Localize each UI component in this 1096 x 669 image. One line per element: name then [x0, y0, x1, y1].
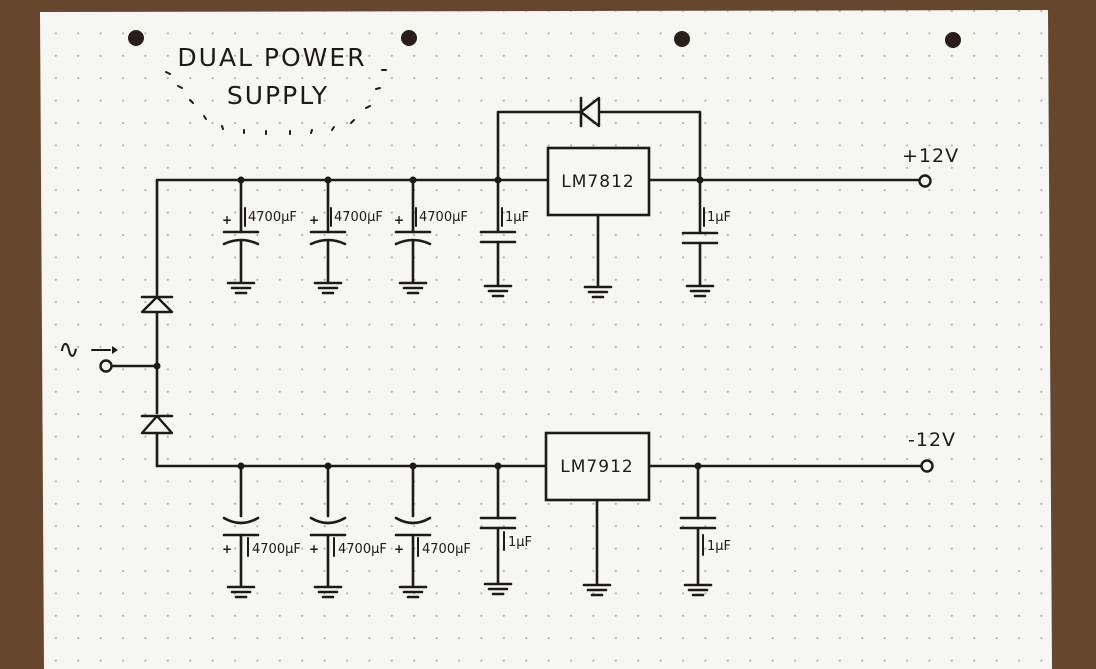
negative-output-label: -12V — [908, 429, 956, 451]
capacitor-value: 4700µF — [252, 542, 301, 557]
bypass-diode — [496, 96, 702, 182]
lm7912-regulator: LM7912 — [544, 431, 651, 597]
negative-output-terminal — [920, 459, 934, 473]
ground-symbol — [583, 285, 613, 299]
binder-hole — [674, 31, 690, 47]
title-line-1: DUAL POWER — [177, 43, 366, 72]
polarity-mark: + — [309, 542, 319, 556]
title: DUAL POWER SUPPLY — [165, 43, 387, 135]
binder-hole — [945, 32, 961, 48]
positive-output-terminal — [918, 174, 932, 188]
capacitor-value: 4700µF — [419, 210, 468, 225]
positive-output-label: +12V — [902, 145, 959, 167]
ground-symbol — [582, 583, 612, 597]
paper-sheet — [40, 10, 1052, 669]
binder-holes — [128, 30, 961, 48]
bottom-capacitor-1: + 4700µF — [222, 464, 301, 599]
binder-hole — [128, 30, 144, 46]
capacitor-value: 1µF — [707, 539, 731, 554]
title-line-2: SUPPLY — [227, 81, 329, 110]
top-capacitor-3: + 4700µF — [394, 178, 468, 295]
ac-input-symbol: ∿ — [58, 335, 80, 365]
bottom-capacitor-5: 1µF — [679, 464, 731, 597]
capacitor-value: 1µF — [508, 535, 532, 550]
polarity-mark: + — [222, 213, 232, 227]
bottom-capacitor-4: 1µF — [479, 464, 532, 596]
capacitor-value: 4700µF — [334, 210, 383, 225]
lm7912-label: LM7912 — [560, 457, 633, 477]
rectifier: ∿ — [58, 178, 174, 468]
polarity-mark: + — [394, 542, 404, 556]
top-capacitor-2: + 4700µF — [309, 178, 383, 295]
ac-input-terminal — [99, 359, 113, 373]
top-capacitor-5: 1µF — [681, 178, 731, 298]
polarity-mark: + — [222, 542, 232, 556]
top-capacitor-1: + 4700µF — [222, 178, 297, 295]
capacitor-value: 1µF — [505, 210, 529, 225]
binder-hole — [401, 30, 417, 46]
lm7812-regulator: LM7812 — [546, 146, 651, 299]
capacitor-value: 4700µF — [338, 542, 387, 557]
top-capacitor-4: 1µF — [479, 178, 529, 298]
capacitor-value: 1µF — [707, 210, 731, 225]
positive-rail: +12V — [155, 145, 959, 188]
polarity-mark: + — [309, 213, 319, 227]
capacitor-value: 4700µF — [422, 542, 471, 557]
bottom-capacitor-2: + 4700µF — [309, 464, 387, 599]
polarity-mark: + — [394, 213, 404, 227]
lm7812-label: LM7812 — [561, 172, 634, 192]
title-cloud-ticks — [165, 69, 387, 135]
capacitor-value: 4700µF — [248, 210, 297, 225]
bottom-capacitor-3: + 4700µF — [394, 464, 471, 599]
